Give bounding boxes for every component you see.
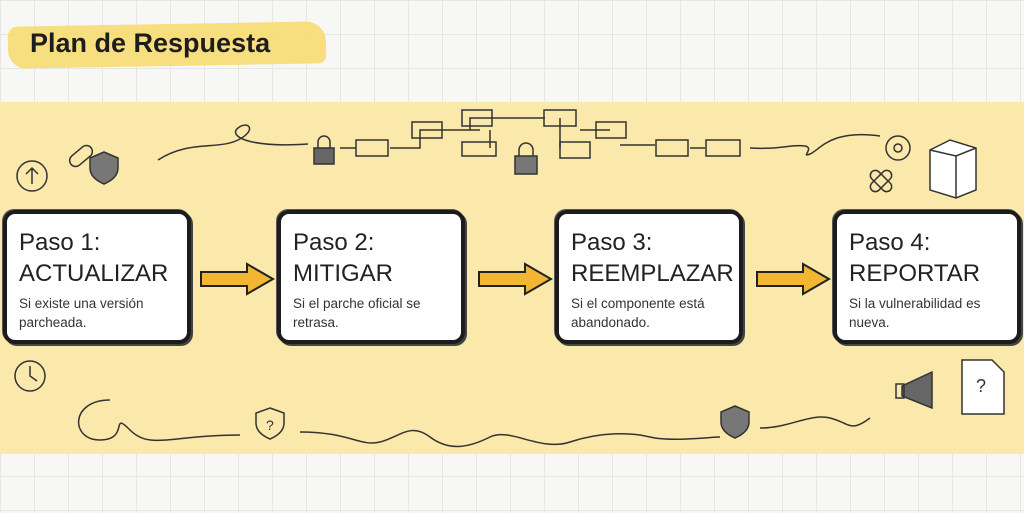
step-card-4: Paso 4: REPORTAR Si la vulnerabilidad es…	[833, 210, 1021, 344]
svg-text:?: ?	[976, 376, 986, 396]
step-number: Paso 2:	[293, 229, 375, 256]
step-card-1: Paso 1: ACTUALIZAR Si existe una versión…	[3, 210, 191, 344]
network-diagram	[340, 109, 741, 175]
shield-icon	[89, 151, 119, 185]
bandage-icon	[869, 169, 893, 193]
squiggle-line	[749, 133, 881, 156]
server-icon	[929, 139, 977, 199]
arrow-right-icon	[756, 262, 831, 296]
step-description: Si la vulnerabilidad es nueva.	[849, 296, 981, 330]
shield-question-icon: ?	[255, 407, 285, 440]
step-description: Si el componente está abandonado.	[571, 296, 705, 330]
upload-icon	[16, 160, 48, 192]
svg-text:?: ?	[266, 417, 274, 433]
step-description: Si existe una versión parcheada.	[19, 296, 144, 330]
step-action: ACTUALIZAR	[19, 260, 169, 287]
document-question-icon: ?	[961, 359, 1005, 415]
squiggle-line	[299, 429, 721, 448]
lock-icon	[313, 135, 335, 165]
page-title: Plan de Respuesta	[30, 28, 271, 58]
step-action: REEMPLAZAR	[571, 260, 734, 287]
step-description: Si el parche oficial se retrasa.	[293, 296, 421, 330]
step-action: REPORTAR	[849, 260, 981, 287]
step-card-2: Paso 2: MITIGAR Si el parche oficial se …	[277, 210, 465, 344]
title-area: Plan de Respuesta	[7, 18, 328, 70]
squiggle-line	[157, 124, 309, 161]
step-action: MITIGAR	[293, 260, 393, 287]
step-number: Paso 3:	[571, 229, 653, 256]
bandage-icon	[68, 144, 94, 168]
arrow-right-icon	[200, 262, 275, 296]
shield-icon	[720, 405, 750, 439]
squiggle-line	[759, 416, 871, 429]
step-card-3: Paso 3: REEMPLAZAR Si el componente está…	[555, 210, 743, 344]
squiggle-line	[77, 399, 241, 442]
megaphone-icon	[895, 370, 933, 410]
step-number: Paso 1:	[19, 229, 101, 256]
step-number: Paso 4:	[849, 229, 931, 256]
clock-icon	[14, 360, 46, 392]
gear-icon	[885, 135, 911, 161]
arrow-right-icon	[478, 262, 553, 296]
